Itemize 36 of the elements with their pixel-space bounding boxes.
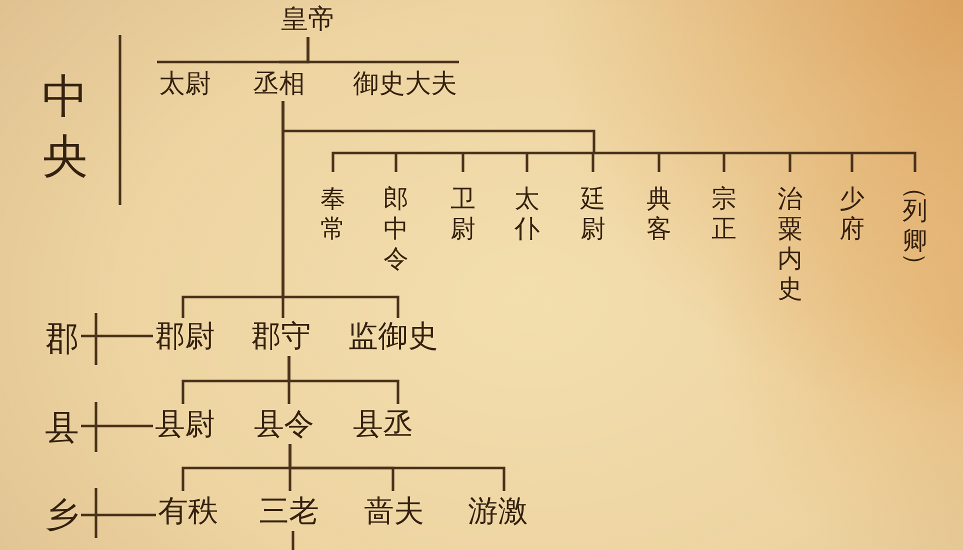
office-title: 太仆: [512, 172, 542, 248]
office-title: 宗正: [710, 172, 738, 248]
level-label: 中央: [41, 68, 89, 185]
level-label: 郡: [43, 318, 81, 360]
office-title: 啬夫: [362, 491, 426, 531]
connector-line: [292, 531, 294, 550]
connector-line: [81, 334, 153, 338]
connector-line: [288, 356, 400, 404]
office-title: 县丞: [351, 404, 415, 444]
office-title: 县尉: [153, 404, 217, 444]
connector-line: [81, 514, 156, 516]
connector-line: [288, 444, 506, 491]
office-title: 有秩: [156, 491, 220, 531]
level-label: 县: [43, 407, 81, 449]
office-title: 监御史: [346, 318, 440, 356]
office-title: 三老: [257, 491, 321, 531]
connector-line: [282, 101, 400, 318]
office-title: 游激: [466, 491, 530, 531]
office-title: 县令: [252, 404, 316, 444]
office-title: 廷尉: [578, 172, 608, 248]
office-title: 典客: [644, 172, 674, 248]
office-title: 治粟内史: [776, 172, 804, 308]
office-title: 郡守: [249, 318, 313, 356]
office-title: （列卿）: [900, 172, 930, 278]
connector-line: [306, 37, 459, 64]
office-title: 皇帝: [279, 2, 337, 37]
level-label: 乡: [43, 494, 81, 536]
office-title: 少府: [838, 172, 866, 248]
connector-line: [81, 424, 153, 428]
office-title: 郎中令: [382, 172, 410, 278]
office-title: 御史大夫: [351, 62, 459, 101]
office-title: 郡尉: [153, 318, 217, 356]
office-title: 卫尉: [448, 172, 478, 248]
office-title: 太尉: [157, 62, 213, 101]
office-title: 奉常: [318, 172, 348, 248]
office-title: 丞相: [251, 62, 307, 101]
